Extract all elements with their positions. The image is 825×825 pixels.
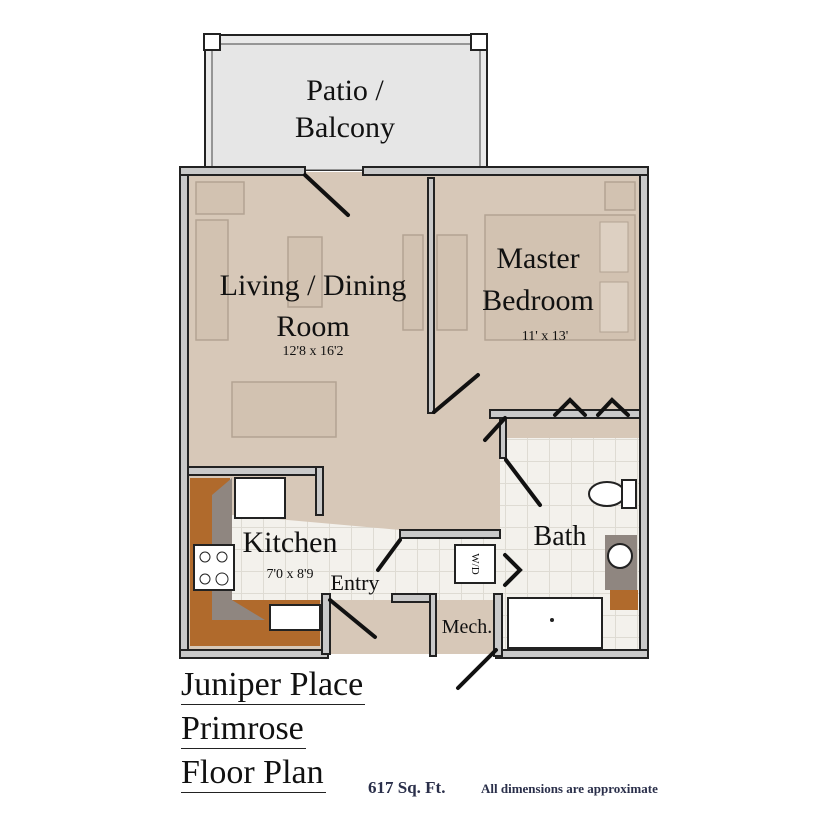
- living-furniture: [195, 181, 636, 438]
- kitchen-label: Kitchen: [243, 526, 338, 559]
- patio-label-line1: Patio /: [306, 74, 384, 107]
- unit-name: Primrose: [181, 710, 306, 749]
- kitchen-dimensions: 7'0 x 8'9: [266, 567, 313, 582]
- living-dimensions: 12'8 x 16'2: [282, 344, 343, 359]
- disclaimer: All dimensions are approximate: [481, 781, 658, 796]
- bathtub-icon: [507, 597, 603, 649]
- entry-label: Entry: [331, 570, 380, 595]
- bath-fixtures: [454, 479, 638, 649]
- kitchen-cabinets: [190, 477, 321, 646]
- living-label-line1: Living / Dining: [220, 269, 407, 302]
- patio-label-line2: Balcony: [295, 111, 395, 144]
- kitchen-tile-floor: [232, 515, 400, 600]
- mech-label: Mech.: [442, 616, 493, 638]
- bathroom-sink-icon: [607, 543, 633, 569]
- patio-balcony: [203, 33, 488, 171]
- fridge-icon: [269, 604, 321, 631]
- toilet-icon: [588, 481, 626, 507]
- door-swings: [303, 173, 630, 690]
- plan-label: Floor Plan: [181, 754, 326, 793]
- bedroom-dimensions: 11' x 13': [522, 329, 569, 344]
- outer-walls: [179, 166, 649, 659]
- washer-dryer-icon: [454, 544, 496, 584]
- property-name: Juniper Place: [181, 666, 366, 705]
- washer-dryer-label: W/D: [469, 553, 481, 574]
- bedroom-label-line2: Bedroom: [482, 284, 594, 317]
- square-footage: 617 Sq. Ft.: [368, 778, 446, 797]
- bed-icon: [484, 214, 636, 341]
- stove-icon: [193, 544, 235, 591]
- bath-label: Bath: [534, 521, 587, 552]
- sink-icon: [234, 477, 286, 519]
- bedroom-label-line1: Master: [496, 242, 579, 275]
- living-label-line2: Room: [276, 310, 349, 343]
